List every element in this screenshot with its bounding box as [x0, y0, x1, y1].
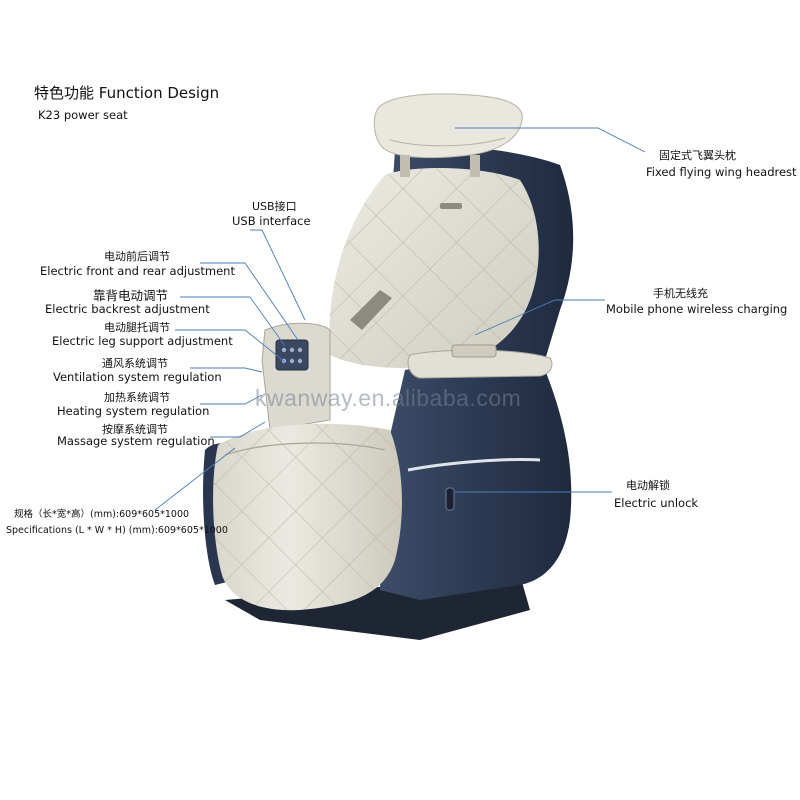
usb-label-cn: USB接口	[252, 200, 297, 213]
left-armrest	[261, 322, 331, 431]
control-panel	[275, 339, 309, 371]
backrest-label-cn: 靠背电动调节	[93, 288, 169, 303]
leg-support-label-en: Electric leg support adjustment	[52, 334, 233, 348]
unlock-button	[445, 487, 455, 511]
headrest	[373, 93, 523, 159]
massage-label-cn: 按摩系统调节	[102, 423, 168, 436]
watermark: kwanway.en.alibaba.com	[255, 385, 522, 411]
front-rear-label-cn: 电动前后调节	[104, 250, 170, 263]
backrest-label-en: Electric backrest adjustment	[45, 302, 210, 316]
product-subtitle: K23 power seat	[38, 108, 128, 122]
headrest-label-cn: 固定式飞翼头枕	[659, 149, 736, 162]
heating-label-en: Heating system regulation	[57, 404, 210, 418]
leg-support-label-cn: 电动腿托调节	[104, 321, 170, 334]
side-panel-right	[380, 362, 572, 600]
heating-label-cn: 加热系统调节	[104, 391, 170, 404]
front-rear-label-en: Electric front and rear adjustment	[40, 264, 235, 278]
ventilation-label-cn: 通风系统调节	[102, 357, 168, 370]
wireless-charging-label-cn: 手机无线充	[653, 287, 708, 300]
usb-port	[440, 203, 462, 209]
leader-lines	[154, 127, 646, 511]
spec-label-cn: 规格（长*宽*高）(mm):609*605*1000	[14, 509, 190, 520]
massage-label-en: Massage system regulation	[57, 434, 215, 448]
unlock-label-en: Electric unlock	[614, 496, 699, 510]
page-title: 特色功能 Function Design	[34, 84, 220, 102]
usb-label-en: USB interface	[232, 214, 311, 228]
wireless-charging-pad	[451, 344, 497, 358]
unlock-label-cn: 电动解锁	[626, 479, 670, 492]
ventilation-label-en: Ventilation system regulation	[53, 370, 222, 384]
wireless-charging-label-en: Mobile phone wireless charging	[606, 302, 788, 316]
spec-label-en: Specifications (L * W * H) (mm):609*605*…	[6, 525, 228, 536]
seat-belt	[350, 290, 392, 330]
headrest-label-en: Fixed flying wing headrest	[646, 165, 797, 179]
chrome-trim	[407, 457, 541, 472]
